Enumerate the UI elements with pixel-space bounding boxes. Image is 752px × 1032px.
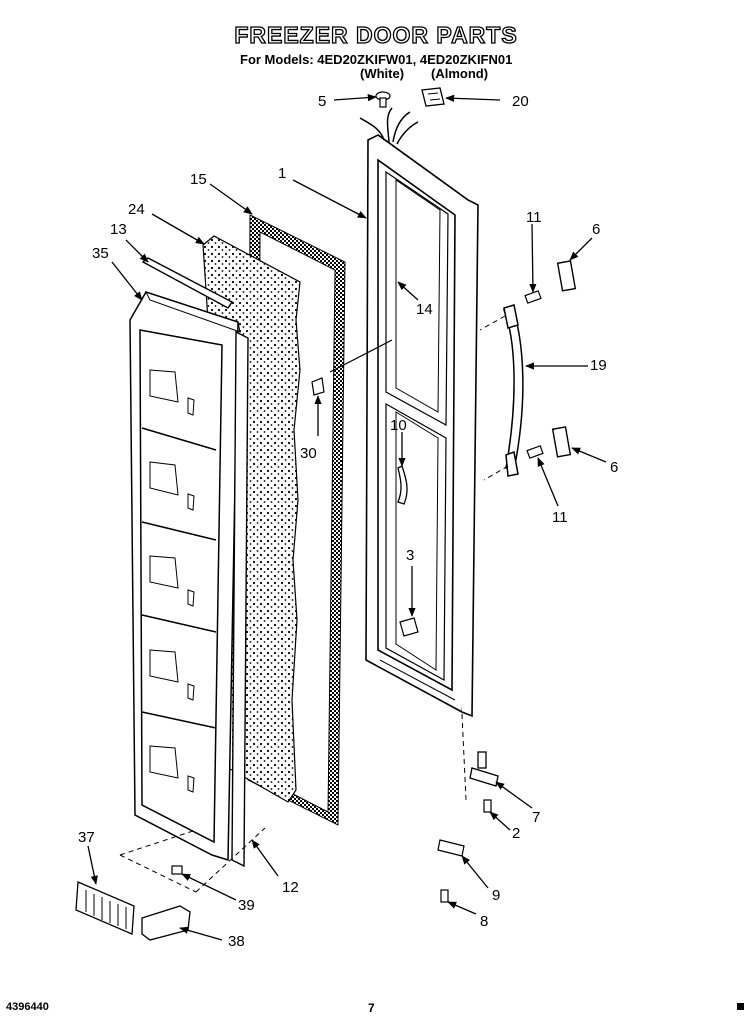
corner-mark [737, 1003, 744, 1010]
callout-38: 38 [228, 933, 245, 950]
callout-11-lower: 11 [552, 509, 568, 526]
plate-screw [440, 889, 449, 903]
hinge-plate [437, 839, 465, 857]
callout-37: 37 [78, 829, 95, 846]
callout-35: 35 [92, 245, 109, 262]
callout-10: 10 [390, 417, 407, 434]
grille-screw [171, 865, 183, 875]
page-title: FREEZER DOOR PARTS [234, 21, 518, 48]
callout-12: 12 [282, 879, 299, 896]
hinge-bracket [399, 617, 419, 637]
callout-8: 8 [480, 913, 488, 930]
callout-2: 2 [512, 825, 520, 842]
callout-15: 15 [190, 171, 207, 188]
alignment-lines [119, 315, 509, 893]
door-liner [129, 291, 241, 862]
wire-harness [359, 107, 419, 145]
callout-5: 5 [318, 93, 326, 110]
grille [75, 881, 135, 935]
outer-door-panel [365, 134, 479, 718]
screw-upper [524, 290, 542, 304]
leader-lines [87, 93, 607, 941]
callout-1: 1 [278, 165, 286, 182]
door-stop-bracket [311, 377, 325, 396]
drain-tube [397, 465, 408, 505]
wire-connector [421, 87, 445, 107]
screw-lower [526, 445, 544, 459]
callout-19: 19 [590, 357, 607, 374]
handle-cap-lower [551, 426, 572, 458]
lower-hinge [469, 751, 499, 787]
models-line: For Models: 4ED20ZKIFW01, 4ED20ZKIFN01 [240, 52, 513, 67]
callout-24: 24 [128, 201, 145, 218]
callout-13: 13 [110, 221, 127, 238]
callout-6-lower: 6 [610, 459, 618, 476]
callout-6-upper: 6 [592, 221, 600, 238]
door-handle [503, 304, 524, 477]
callout-7: 7 [532, 809, 540, 826]
side-breaker-strip [231, 330, 249, 868]
callout-numbers: 1 2 3 5 6 6 7 8 9 10 11 11 12 13 14 15 1… [78, 93, 618, 950]
callout-9: 9 [492, 887, 500, 904]
page-number: 7 [368, 1001, 375, 1015]
variant-almond-label: (Almond) [431, 66, 489, 81]
hinge-screw [483, 799, 492, 813]
document-number: 4396440 [6, 1001, 49, 1013]
top-screw [375, 91, 391, 108]
callout-3: 3 [406, 547, 414, 564]
callout-20: 20 [512, 93, 529, 110]
gasket-leader [329, 339, 393, 373]
callout-39: 39 [238, 897, 255, 914]
variant-white-label: (White) [360, 66, 405, 81]
callout-11-upper: 11 [526, 209, 542, 226]
callout-30: 30 [300, 445, 317, 462]
callout-14: 14 [416, 301, 433, 318]
grille-cover [141, 905, 191, 941]
handle-cap-upper [556, 260, 577, 292]
